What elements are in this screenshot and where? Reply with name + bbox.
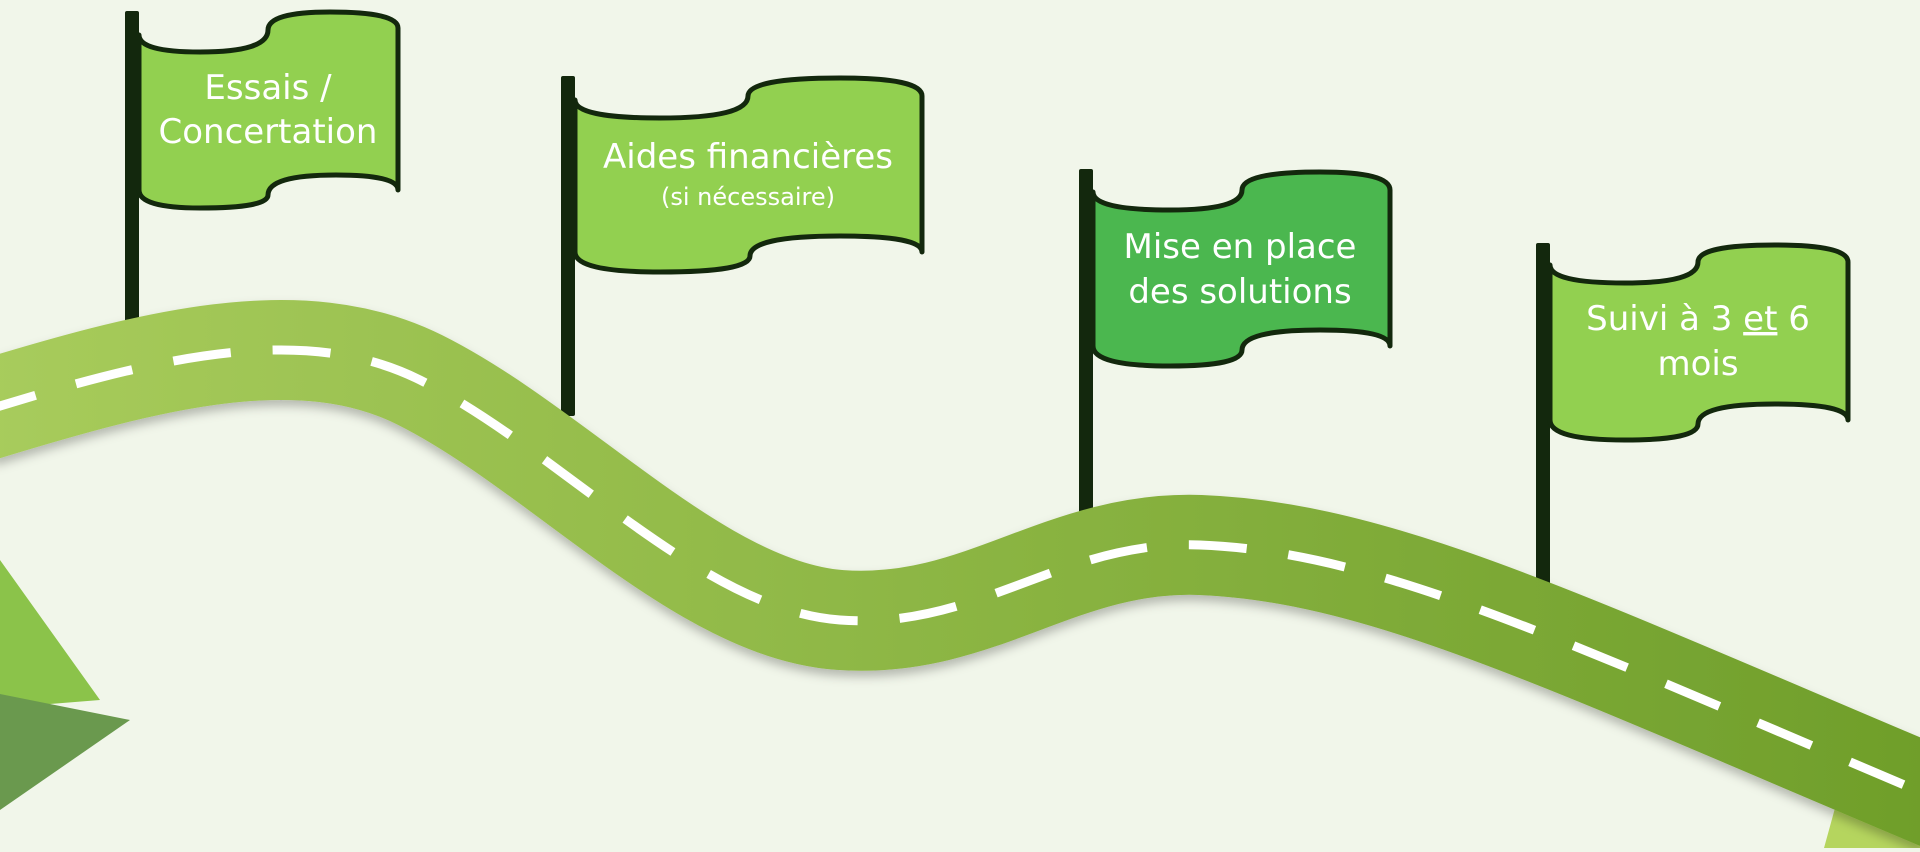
flag-milestone-3: Mise en place des solutions: [1090, 169, 1393, 369]
flag-pole-icon: [1536, 243, 1550, 586]
milestone-4-line-2: mois: [1657, 344, 1738, 384]
left-decoration-triangle: [0, 560, 100, 708]
milestone-2-line-2: (si nécessaire): [661, 183, 835, 211]
flag-icon: [1547, 242, 1851, 443]
milestone-4-line-1: Suivi à 3 et 6: [1586, 299, 1810, 339]
milestone-3-line-1: Mise en place: [1124, 227, 1357, 267]
road-icon: [0, 299, 1920, 846]
flag-milestone-4: Suivi à 3 et 6 mois: [1547, 242, 1851, 443]
flag-icon: [572, 75, 925, 275]
milestone-3-line-2: des solutions: [1128, 272, 1351, 312]
milestone-2-line-1: Aides financières: [603, 137, 893, 177]
flag-pole-icon: [1079, 169, 1093, 513]
flag-pole-icon: [561, 76, 575, 416]
milestone-1-line-1: Essais /: [204, 68, 332, 108]
left-decoration-triangle-dark: [0, 694, 130, 810]
flag-milestone-1: Essais / Concertation: [136, 9, 401, 211]
flag-icon: [136, 9, 401, 211]
milestone-1-line-2: Concertation: [159, 112, 378, 152]
flag-pole-icon: [125, 11, 139, 337]
flag-icon: [1090, 169, 1393, 369]
road-center-dashes: [0, 345, 1920, 797]
flag-milestone-2: Aides financières (si nécessaire): [572, 75, 925, 275]
